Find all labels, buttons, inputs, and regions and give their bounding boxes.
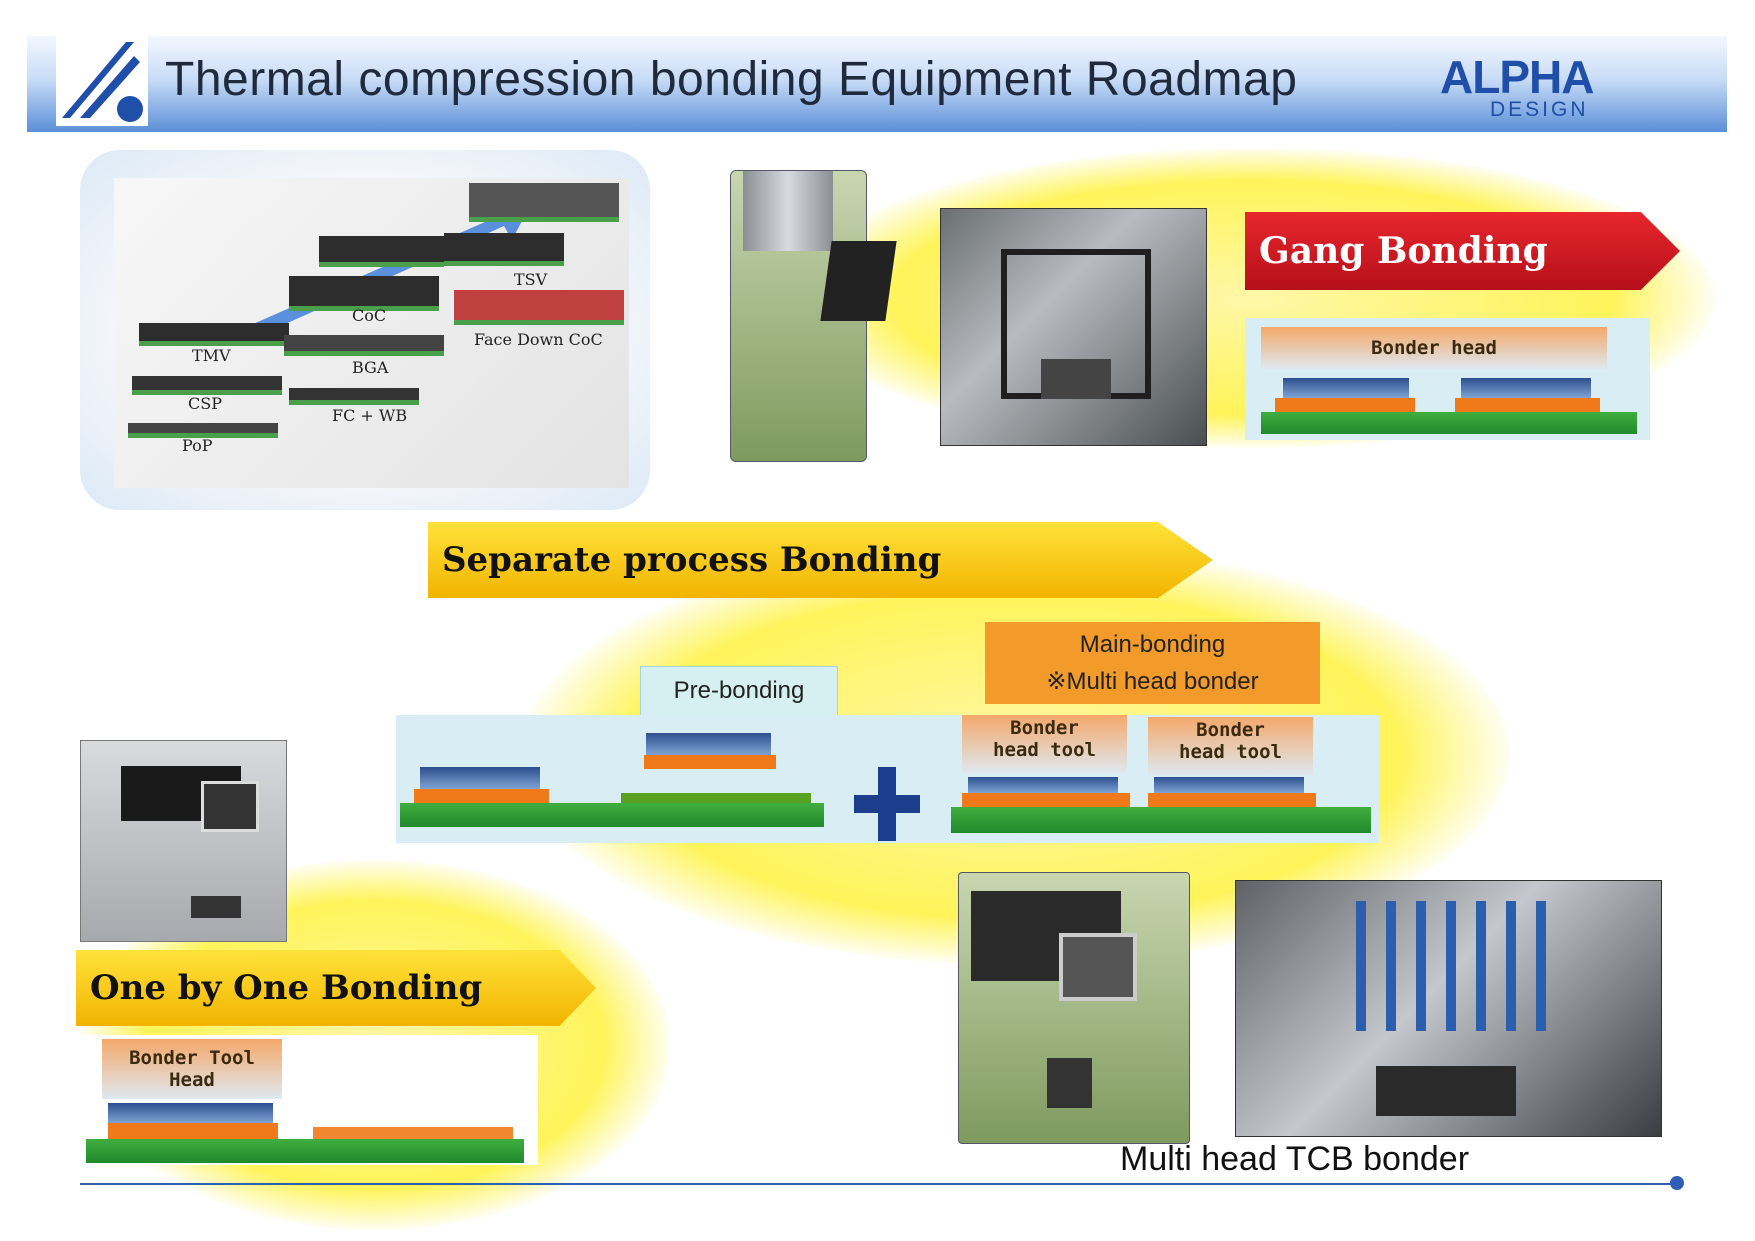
one-by-one-head-line1: Bonder Tool xyxy=(129,1047,255,1069)
main-substrate xyxy=(951,807,1371,833)
header-banner xyxy=(27,36,1727,132)
label-bga: BGA xyxy=(352,358,389,377)
pre-substrate xyxy=(400,803,824,827)
separate-process-arrow: Separate process Bonding xyxy=(428,522,1213,598)
package-coc-stack xyxy=(319,236,444,267)
multi-head-caption: Multi head TCB bonder xyxy=(1120,1140,1470,1178)
machine-head xyxy=(743,171,833,251)
main-bonding-note: ※Multi head bonder xyxy=(1046,667,1259,695)
pre-chip-pickup xyxy=(646,733,771,755)
main-bumps-1 xyxy=(962,793,1130,807)
package-face-down-coc xyxy=(454,290,624,325)
company-logo xyxy=(56,36,148,126)
machine-control-panel xyxy=(1047,1058,1092,1108)
main-head-2-line1: Bonder xyxy=(1196,719,1265,741)
pre-chip-pickup-bumps xyxy=(644,755,776,769)
multi-head-stage xyxy=(1376,1066,1516,1116)
package-tsv-top xyxy=(469,183,619,222)
one-by-one-open-pads xyxy=(313,1127,513,1139)
gang-chip-left xyxy=(1283,378,1409,398)
gang-bumps-right xyxy=(1455,398,1600,412)
package-csp xyxy=(132,376,282,395)
machine-screen xyxy=(201,781,259,832)
main-chip-2 xyxy=(1154,777,1304,793)
label-face-down-coc: Face Down CoC xyxy=(474,330,603,349)
one-by-one-head-line2: Head xyxy=(169,1069,215,1091)
label-tsv: TSV xyxy=(514,270,548,289)
one-by-one-diagram: Bonder Tool Head xyxy=(78,1035,538,1165)
brand-subtitle: DESIGN xyxy=(1490,98,1589,121)
gang-chip-right xyxy=(1461,378,1591,398)
machine-touch-screen xyxy=(1059,933,1137,1001)
gang-bonder-head-label: Bonder head xyxy=(1371,337,1497,359)
main-head-1-line1: Bonder xyxy=(1010,717,1079,739)
footer-dot-icon xyxy=(1670,1176,1684,1190)
machine-base xyxy=(191,896,241,918)
gang-bonding-arrow: Gang Bonding xyxy=(1245,212,1680,290)
one-by-one-label: One by One Bonding xyxy=(90,968,483,1008)
roadmap-inner: TMV CSP PoP CoC BGA FC + WB TSV Face Dow… xyxy=(114,178,629,488)
package-roadmap-panel: TMV CSP PoP CoC BGA FC + WB TSV Face Dow… xyxy=(80,150,650,510)
one-by-one-substrate xyxy=(86,1139,524,1163)
one-by-one-chip xyxy=(108,1103,273,1123)
main-head-1: Bonder head tool xyxy=(962,715,1127,773)
interior-stage xyxy=(1041,359,1111,399)
machine-laptop xyxy=(820,241,897,321)
gang-bonding-diagram: Bonder head xyxy=(1245,318,1650,440)
plus-icon xyxy=(854,767,920,841)
one-by-one-bumps xyxy=(108,1123,278,1139)
package-bga xyxy=(284,335,444,356)
footer-divider xyxy=(80,1183,1675,1185)
pre-bonding-label: Pre-bonding xyxy=(673,677,805,704)
label-tmv: TMV xyxy=(192,346,231,365)
main-head-2-line2: head tool xyxy=(1179,741,1282,763)
page-title: Thermal compression bonding Equipment Ro… xyxy=(165,53,1298,106)
main-bonding-title: Main-bonding xyxy=(1079,630,1226,658)
pre-chip-bumps xyxy=(414,789,549,803)
multi-head-bonder-interior-image xyxy=(1235,880,1662,1137)
pre-substrate-pads xyxy=(621,793,811,803)
package-fcwb xyxy=(289,388,419,405)
pre-chip-placed xyxy=(420,767,540,789)
one-by-one-arrow: One by One Bonding xyxy=(76,950,596,1026)
brand-name: ALPHA xyxy=(1440,51,1594,103)
label-pop: PoP xyxy=(182,436,213,455)
package-tmv xyxy=(139,323,289,346)
label-coc: CoC xyxy=(352,306,387,325)
package-tsv xyxy=(444,233,564,266)
package-coc xyxy=(289,276,439,311)
label-csp: CSP xyxy=(188,394,222,413)
separate-process-diagram: Bonder head tool Bonder head tool xyxy=(396,715,1379,843)
separate-process-label: Separate process Bonding xyxy=(442,540,942,580)
package-pop xyxy=(128,423,278,438)
multi-head-cables xyxy=(1356,901,1546,1031)
gang-bonder-machine-image xyxy=(730,170,897,462)
gang-bonder-head: Bonder head xyxy=(1261,327,1607,369)
gang-bonding-label: Gang Bonding xyxy=(1259,230,1548,272)
main-head-2: Bonder head tool xyxy=(1148,717,1313,775)
gang-bumps-left xyxy=(1275,398,1415,412)
one-by-one-head: Bonder Tool Head xyxy=(102,1039,282,1099)
pre-bonding-label-box: Pre-bonding xyxy=(640,666,838,716)
main-bonding-label-box: Main-bonding ※Multi head bonder xyxy=(985,622,1320,704)
main-chip-1 xyxy=(968,777,1118,793)
gang-substrate xyxy=(1261,412,1637,434)
label-fcwb: FC + WB xyxy=(332,406,408,425)
main-head-1-line2: head tool xyxy=(993,739,1096,761)
one-by-one-machine-image xyxy=(80,740,287,942)
gang-bonder-interior-image xyxy=(940,208,1207,446)
main-bumps-2 xyxy=(1148,793,1316,807)
multi-head-bonder-machine-image xyxy=(958,872,1190,1144)
